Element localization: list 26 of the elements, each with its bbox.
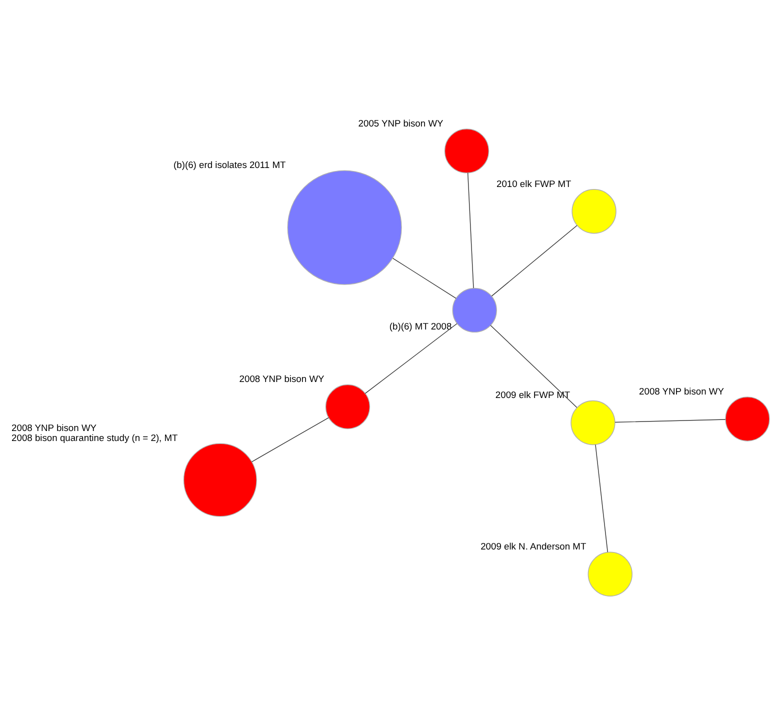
- node-circle: [183, 443, 257, 517]
- node-circle: [444, 128, 490, 174]
- node-label: 2008 YNP bison WY: [239, 374, 324, 384]
- node-circle: [570, 400, 616, 446]
- node-label: (b)(6) MT 2008: [389, 322, 452, 332]
- node-label: (b)(6) erd isolates 2011 MT: [174, 160, 286, 170]
- node-label: 2008 YNP bison WY: [12, 422, 97, 433]
- connector: [251, 417, 329, 462]
- connector: [467, 172, 474, 288]
- node-label: 2009 elk N. Anderson MT: [480, 542, 586, 552]
- connector: [595, 444, 608, 552]
- connector: [364, 323, 458, 394]
- connector: [392, 258, 456, 299]
- connector: [490, 325, 578, 408]
- node-circle: [452, 288, 497, 333]
- node-circle: [287, 170, 402, 285]
- node-circle: [588, 552, 632, 596]
- node-circle: [325, 384, 370, 430]
- node-circle: [572, 189, 616, 234]
- node-label: 2008 bison quarantine study (n = 2), MT: [12, 433, 178, 444]
- node-label: 2005 YNP bison WY: [358, 118, 444, 128]
- connector: [614, 419, 726, 423]
- node-circle: [725, 396, 770, 442]
- node-label: 2008 YNP bison WY: [639, 386, 724, 396]
- connector: [491, 225, 578, 296]
- node-label: 2010 elk FWP MT: [496, 178, 572, 189]
